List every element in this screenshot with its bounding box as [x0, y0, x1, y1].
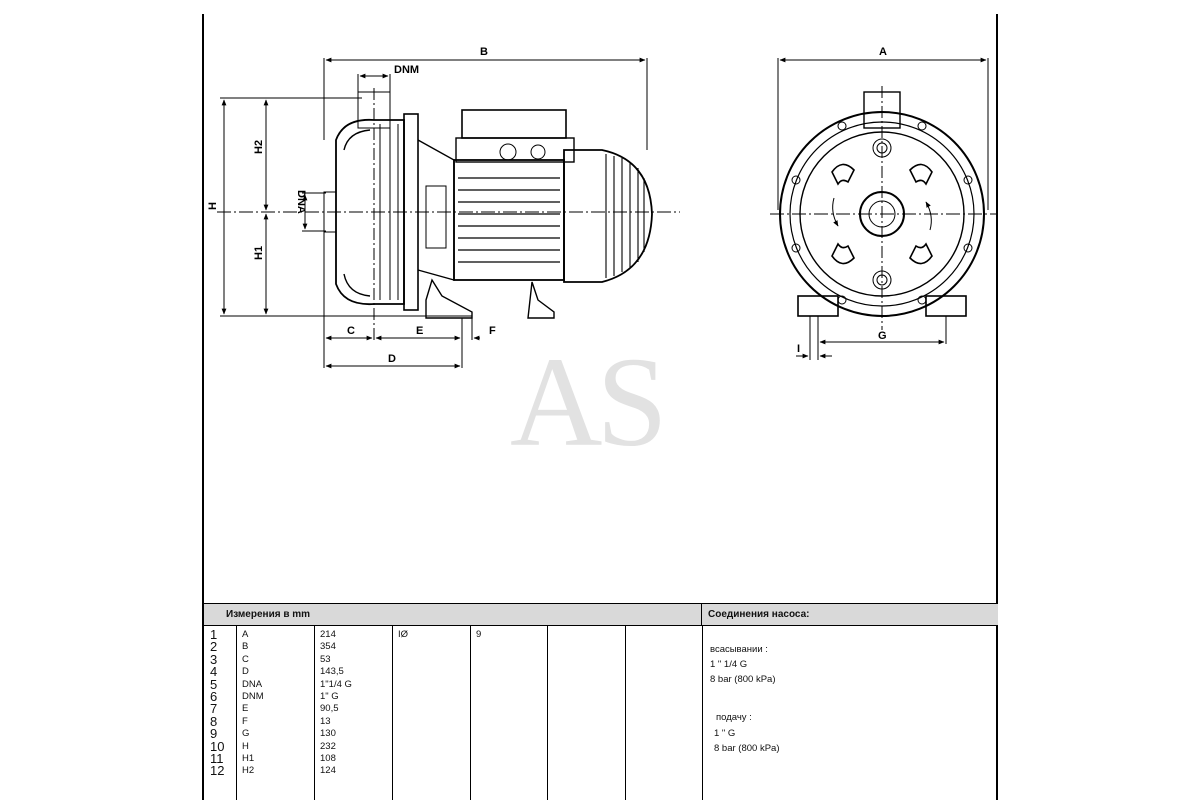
param-value: 13	[320, 715, 331, 727]
param-name: H	[242, 740, 249, 752]
label-G: G	[878, 330, 887, 342]
spec-table: Измерения в mm Соединения насоса: 1 2 3 …	[202, 603, 998, 800]
param-name: E	[242, 703, 249, 715]
row-number: 10	[210, 738, 225, 754]
param-name: A	[242, 629, 249, 640]
param-value: 214	[320, 629, 336, 640]
label-H: H	[207, 202, 219, 210]
row-number: 6	[210, 689, 218, 704]
param-value: 90,5	[320, 703, 339, 715]
param-name: DNA	[242, 678, 263, 690]
param-name: H2	[242, 765, 255, 777]
drawing-sheet: B DNM DNA H H1 H2 C E F D A G I	[202, 14, 998, 800]
row-number: 3	[210, 651, 218, 667]
param-name: DNM	[242, 691, 264, 702]
label-DNM: DNM	[394, 64, 419, 76]
param-name: F	[242, 715, 248, 727]
suction-size: 1 " 1/4 G	[710, 659, 748, 670]
column-divider	[547, 626, 548, 800]
column-divider	[470, 626, 471, 800]
column-divider	[702, 626, 703, 800]
param-name: C	[242, 653, 249, 665]
label-DNA: DNA	[295, 190, 307, 214]
param-name: H1	[242, 753, 255, 764]
row-number: 12	[210, 763, 225, 779]
suction-label: всасывании :	[710, 644, 768, 655]
row-number: 1	[210, 627, 218, 642]
pump-drawing: B DNM DNA H H1 H2 C E F D A G I	[207, 46, 996, 369]
param-name: D	[242, 666, 249, 678]
param-value: 130	[320, 728, 336, 740]
param-value: 1" G	[320, 691, 339, 702]
label-H2: H2	[253, 140, 265, 154]
discharge-label: подачу :	[716, 712, 752, 723]
label-B: B	[480, 46, 488, 58]
extra-param-name: IØ	[398, 629, 409, 640]
param-value: 232	[320, 740, 336, 752]
row-number: 5	[210, 676, 218, 692]
spec-header-connections: Соединения насоса:	[702, 604, 998, 626]
label-A: A	[879, 46, 887, 58]
param-value: 354	[320, 641, 336, 653]
discharge-pressure: 8 bar (800 kPa)	[714, 743, 780, 754]
param-value: 1"1/4 G	[320, 678, 352, 690]
extra-param-value: 9	[476, 629, 482, 640]
label-E: E	[416, 325, 423, 337]
spec-header-dimensions: Измерения в mm	[204, 604, 702, 626]
column-divider	[625, 626, 626, 800]
row-number: 7	[210, 701, 218, 717]
label-D: D	[388, 353, 396, 365]
column-divider	[236, 626, 237, 800]
label-F: F	[489, 325, 496, 337]
row-number: 8	[210, 713, 218, 729]
row-number: 9	[210, 726, 218, 742]
row-number: 11	[210, 751, 224, 766]
label-C: C	[347, 325, 355, 337]
suction-pressure: 8 bar (800 kPa)	[710, 674, 776, 685]
param-name: B	[242, 641, 249, 653]
discharge-size: 1 " G	[714, 728, 736, 739]
param-value: 53	[320, 653, 331, 665]
column-divider	[392, 626, 393, 800]
param-value: 143,5	[320, 666, 344, 678]
watermark: AS	[510, 331, 668, 473]
param-value: 124	[320, 765, 336, 777]
param-name: G	[242, 728, 250, 740]
column-divider	[314, 626, 315, 800]
label-H1: H1	[253, 246, 265, 260]
label-I: I	[797, 343, 800, 355]
row-number: 4	[210, 664, 218, 680]
param-value: 108	[320, 753, 336, 764]
row-number: 2	[210, 639, 218, 655]
